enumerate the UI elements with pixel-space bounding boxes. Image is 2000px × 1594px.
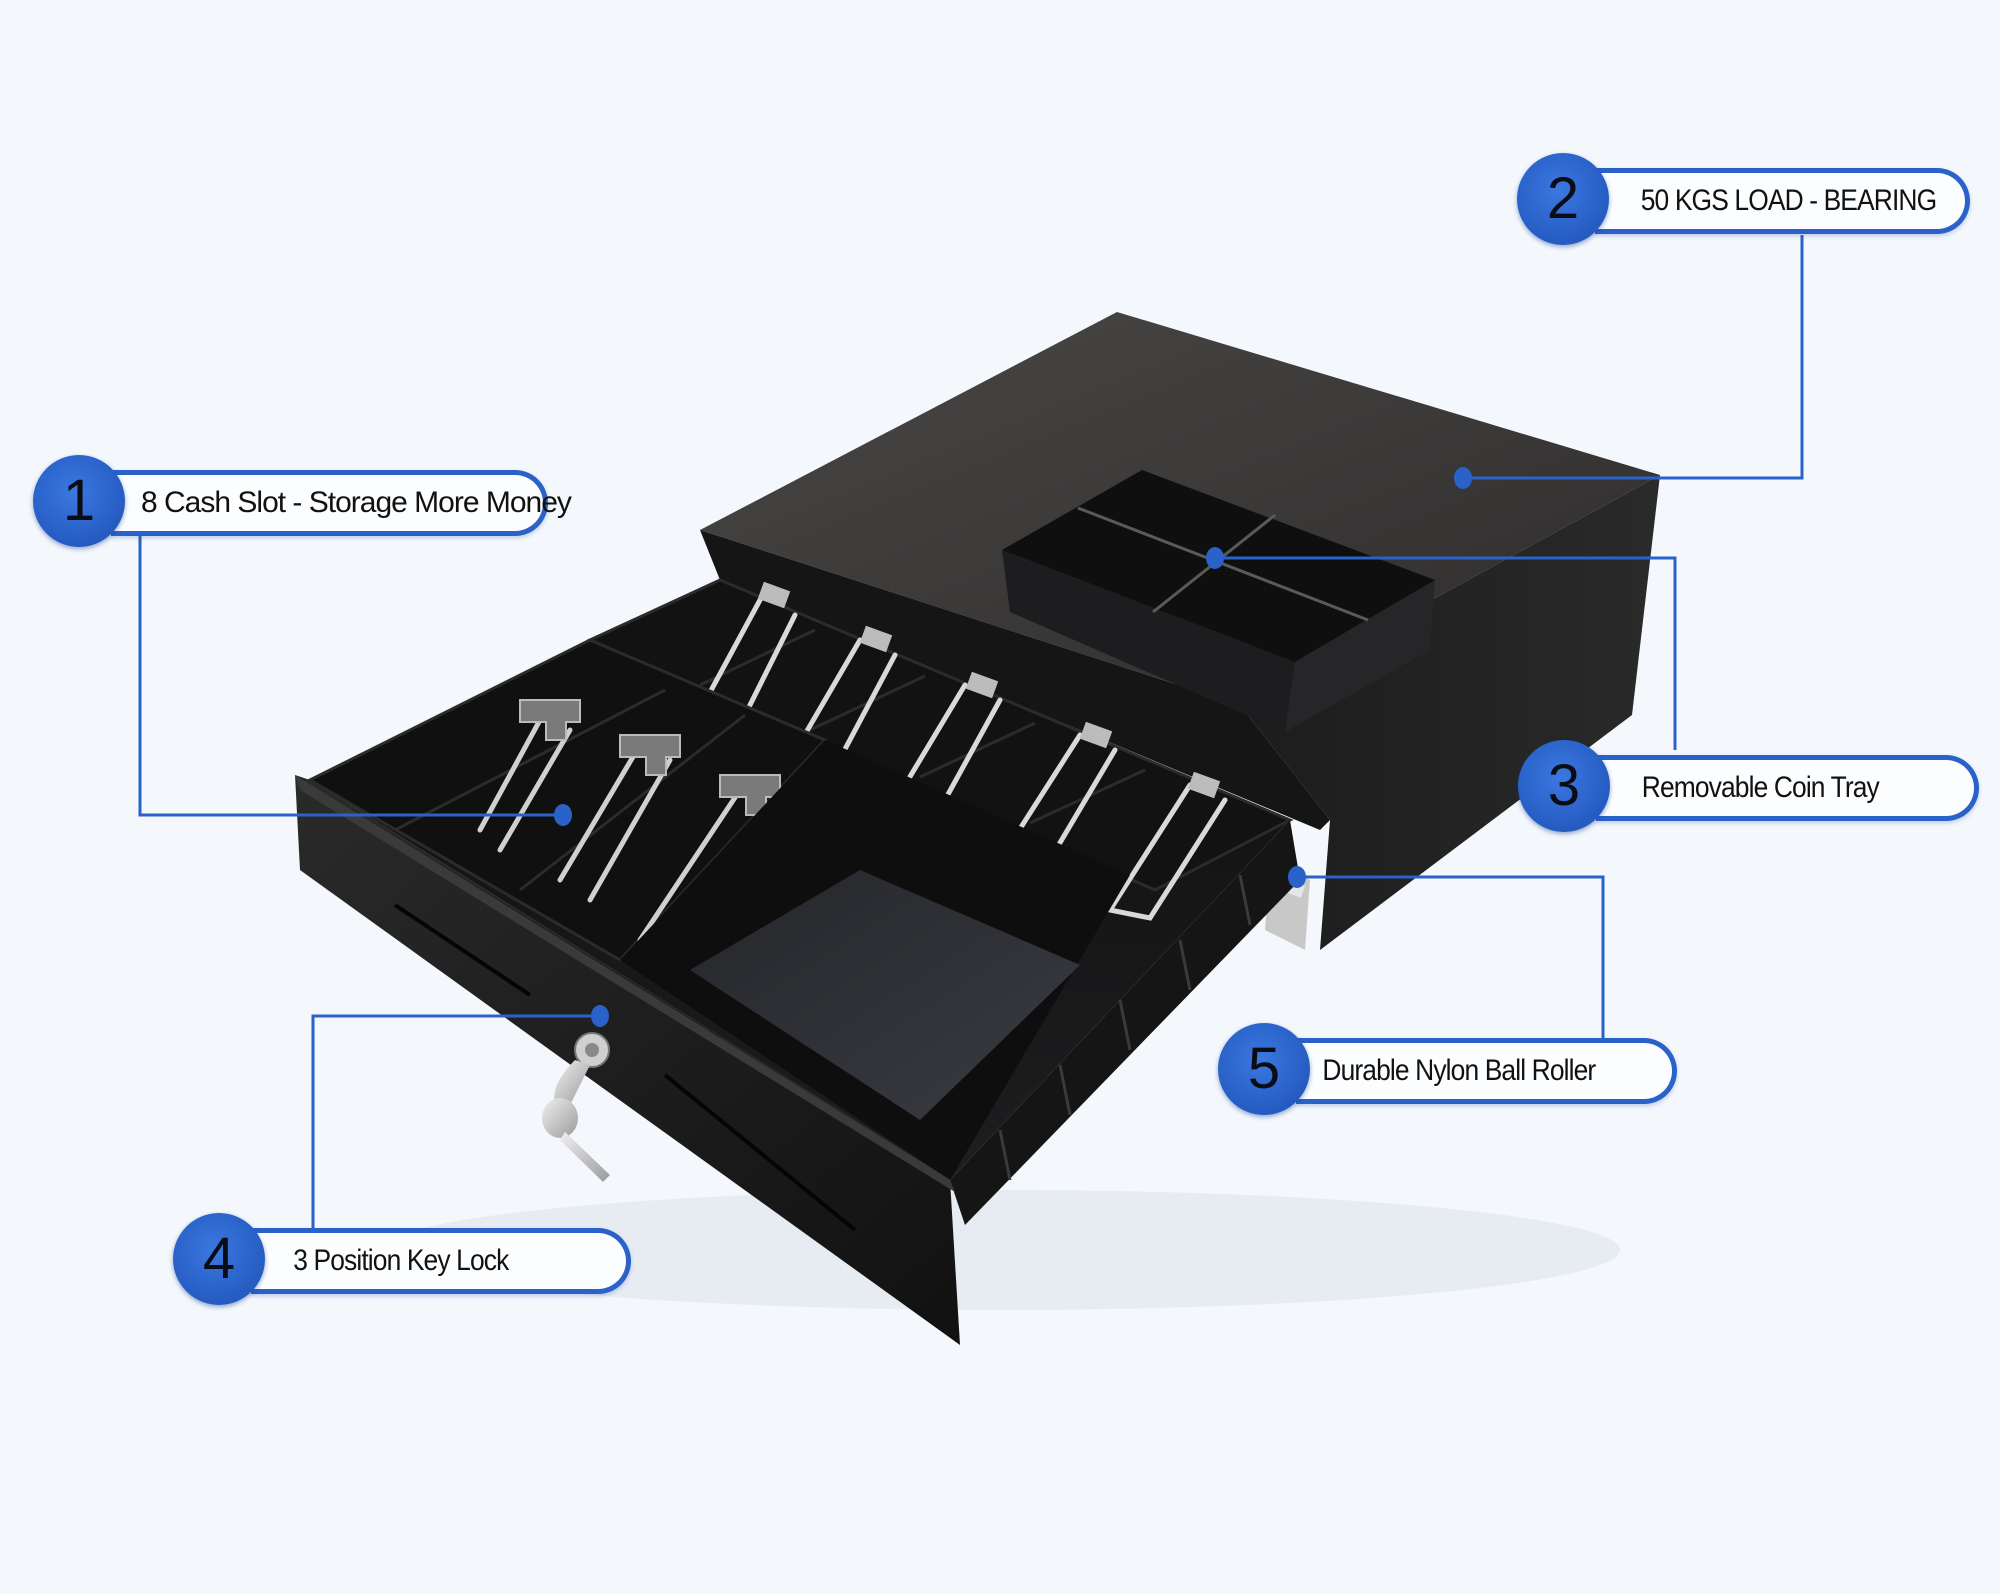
- callout-4-number: 4: [202, 1226, 236, 1291]
- drawer-front-panel: [295, 775, 960, 1345]
- callout-1-pill: 8 Cash Slot - Storage More Money: [111, 470, 572, 536]
- callout-2-pill: 50 KGS LOAD - BEARING: [1595, 168, 1970, 234]
- callout-5-label: Durable Nylon Ball Roller: [1322, 1054, 1596, 1087]
- callout-3-badge: 3: [1518, 740, 1610, 832]
- callout-4-badge: 4: [173, 1213, 265, 1305]
- callout-3-pill: Removable Coin Tray: [1596, 755, 1979, 821]
- callout-5: 5 Durable Nylon Ball Roller: [1218, 1023, 1680, 1115]
- callout-4-pill: 3 Position Key Lock: [251, 1228, 631, 1294]
- callout-3-number: 3: [1547, 753, 1581, 818]
- callout-4: 4 3 Position Key Lock: [173, 1213, 635, 1305]
- callout-2-badge: 2: [1517, 153, 1609, 245]
- callout-1-number: 1: [62, 468, 96, 533]
- callout-1-label: 8 Cash Slot - Storage More Money: [141, 486, 572, 519]
- callout-1-badge: 1: [33, 455, 125, 547]
- callout-5-pill: Durable Nylon Ball Roller: [1296, 1038, 1677, 1104]
- callout-2: 2 50 KGS LOAD - BEARING: [1517, 153, 1977, 245]
- callout-3: 3 Removable Coin Tray: [1518, 740, 1983, 832]
- callout-5-number: 5: [1247, 1036, 1281, 1101]
- callout-2-number: 2: [1546, 166, 1580, 231]
- callout-4-label: 3 Position Key Lock: [293, 1244, 509, 1277]
- callout-2-label: 50 KGS LOAD - BEARING: [1640, 184, 1937, 217]
- callout-1: 1 8 Cash Slot - Storage More Money: [33, 455, 572, 547]
- key-lock: [542, 1032, 610, 1182]
- callout-3-label: Removable Coin Tray: [1641, 771, 1880, 804]
- callout-5-badge: 5: [1218, 1023, 1310, 1115]
